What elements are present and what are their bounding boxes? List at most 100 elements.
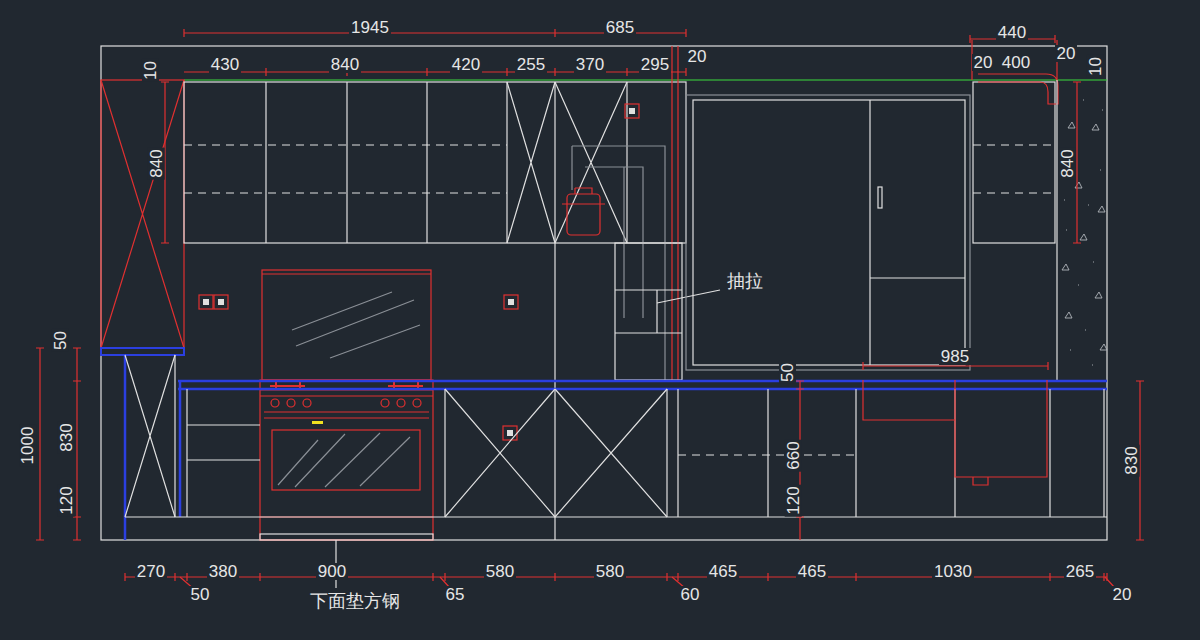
dimension-value: 430 — [209, 56, 241, 73]
dimension-value: 830 — [1123, 444, 1140, 476]
dimension-value: 380 — [207, 563, 239, 580]
pipe — [572, 146, 665, 380]
dimension-value: 50 — [51, 329, 68, 352]
glass-top — [262, 273, 431, 274]
dimension-value: 10 — [141, 59, 158, 82]
socket-hole — [218, 299, 224, 305]
socket-holes — [203, 108, 635, 436]
socket — [214, 295, 228, 309]
socket-hole — [507, 430, 513, 436]
open-cabinet-cross — [507, 82, 627, 243]
pullout-drawer — [615, 290, 682, 333]
dimension-value: 370 — [574, 56, 606, 73]
socket — [504, 295, 518, 309]
wall-frame — [101, 46, 1107, 540]
dimension-value: 580 — [594, 563, 626, 580]
drawers — [187, 425, 260, 460]
dimension-value: 65 — [444, 586, 467, 603]
dim-vertical — [36, 348, 44, 540]
dimension-value: 295 — [639, 56, 671, 73]
crown-bracket — [972, 40, 1058, 104]
upper-cabinets — [184, 82, 686, 243]
dimension-lines — [36, 29, 1144, 590]
dimension-value: 580 — [484, 563, 516, 580]
knob — [381, 399, 389, 407]
dimension-value: 660 — [785, 439, 802, 471]
dimension-value: 20 — [1055, 45, 1078, 62]
dimension-value: 985 — [939, 348, 971, 365]
steel-base — [260, 534, 433, 540]
socket — [199, 295, 213, 309]
indicator — [312, 421, 323, 424]
dimension-value: 50 — [778, 361, 795, 384]
dimension-value: 120 — [58, 484, 75, 516]
range-cooker — [260, 380, 433, 540]
base-dividers — [175, 355, 1104, 517]
socket-hole — [203, 299, 209, 305]
dim-upper — [184, 68, 686, 76]
tall-cabinet — [101, 80, 184, 348]
dimension-value: 270 — [135, 563, 167, 580]
dimension-value: 400 — [1000, 54, 1032, 71]
oven-hatch — [278, 433, 410, 487]
dimension-value: 685 — [604, 19, 636, 36]
rice-cooker — [567, 194, 600, 235]
dimension-value: 420 — [450, 56, 482, 73]
fridge — [693, 100, 965, 365]
dimension-value: 1945 — [349, 19, 391, 36]
shelf-dashed — [973, 145, 1055, 193]
annotation-note: 下面垫方钢 — [308, 592, 402, 610]
dimension-value: 60 — [679, 586, 702, 603]
pullout-cabinet — [615, 243, 682, 380]
socket-hole — [508, 299, 514, 305]
socket — [625, 104, 639, 118]
dimension-value: 20 — [1111, 586, 1134, 603]
concrete-hatch — [1062, 100, 1107, 365]
dimension-value: 265 — [1064, 563, 1096, 580]
dimension-value: 440 — [996, 24, 1028, 41]
dimension-value: 20 — [686, 48, 709, 65]
countertop — [178, 381, 1107, 389]
dimension-value: 840 — [148, 147, 165, 179]
dimension-value: 830 — [58, 421, 75, 453]
dimension-value: 840 — [1059, 147, 1076, 179]
glass-hatch — [292, 292, 420, 358]
dimension-value: 10 — [1086, 55, 1103, 78]
socket-hole — [629, 108, 635, 114]
dimension-value: 840 — [329, 56, 361, 73]
base-cross — [125, 355, 667, 517]
cabinet-cross — [101, 80, 184, 348]
knob — [271, 399, 279, 407]
knob — [397, 399, 405, 407]
dimension-value: 120 — [785, 484, 802, 516]
upper-right-cabinet — [973, 82, 1055, 243]
dimension-value: 1030 — [932, 563, 974, 580]
dimension-value: 465 — [796, 563, 828, 580]
plinth-line — [125, 516, 1107, 517]
socket — [503, 426, 517, 440]
shelf-dashed — [184, 145, 507, 193]
cabinet-dividers — [266, 82, 627, 540]
rice-cooker-lid — [562, 188, 605, 204]
fridge-doors — [870, 100, 965, 365]
red-guide — [672, 46, 678, 380]
oven-window — [272, 430, 420, 490]
dimension-value: 900 — [316, 563, 348, 580]
hatch-dots — [1064, 100, 1103, 365]
shelf-dashed — [678, 454, 856, 455]
sink — [863, 380, 1047, 485]
range-lines — [260, 390, 433, 517]
knob — [303, 399, 311, 407]
dimension-value: 20 — [972, 54, 995, 71]
dimension-value: 1000 — [19, 424, 36, 466]
dimension-value: 255 — [515, 56, 547, 73]
leader-line — [657, 290, 720, 303]
knob — [287, 399, 295, 407]
dimension-value: 50 — [189, 586, 212, 603]
column-edge — [1056, 80, 1057, 380]
knobs — [271, 399, 421, 407]
blue-shelf — [101, 348, 184, 355]
annotation-note: 抽拉 — [725, 272, 765, 290]
